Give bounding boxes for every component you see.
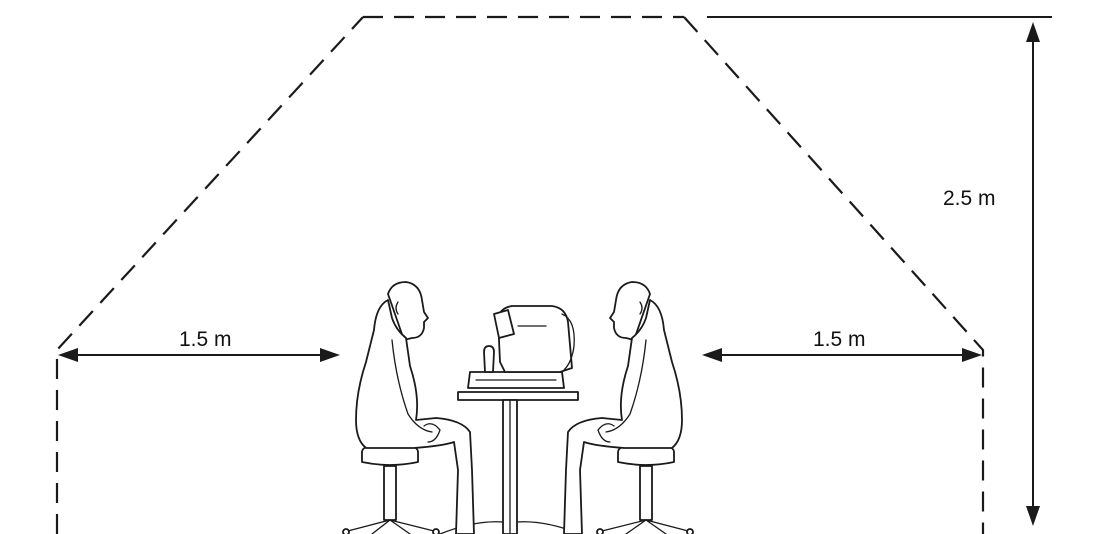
left-stool-legs [343,519,439,534]
clearance-envelope [55,15,985,534]
height-arrow-up [1026,22,1040,42]
left-arrow-outer [58,348,78,362]
right-person-head [609,281,651,341]
instrument-joystick [483,345,495,373]
right-clearance-label: 1.5 m [813,328,866,351]
instrument-chinrest [561,313,575,371]
right-person-body [563,299,683,534]
ceiling-height-label: 2.5 m [943,187,996,210]
left-person-head [387,281,429,341]
ophthalmic-instrument [467,305,575,389]
right-person-ear [639,301,643,315]
right-stool-caster [596,528,604,534]
right-seated-person [563,281,683,534]
right-clearance-dimension: 1.5 m [702,328,982,362]
left-clearance-label: 1.5 m [179,328,232,351]
left-stool-caster [432,528,440,534]
left-person-hand [423,423,441,443]
height-dimension: 2.5 m [943,22,1040,526]
left-clearance-dimension: 1.5 m [58,328,340,362]
right-person-hand [597,423,615,443]
left-stool [342,443,440,534]
right-stool-post [639,465,653,521]
left-stool-post [383,465,397,521]
left-person-body [355,299,475,534]
clearance-boundary-right [683,16,985,534]
clearance-boundary-left [55,16,364,534]
right-person-arm [605,339,647,433]
left-seated-person [355,281,475,534]
left-person-ear [395,301,399,315]
right-arrow-outer [962,348,982,362]
left-arrow-inner [320,348,340,362]
left-stool-caster [342,528,350,534]
table-top [457,391,579,401]
right-arrow-inner [702,348,722,362]
right-stool-legs [597,519,693,534]
instrument-screen [493,309,515,339]
right-stool [596,443,694,534]
right-stool-caster [686,528,694,534]
height-arrow-down [1026,506,1040,526]
left-person-arm [391,339,433,433]
